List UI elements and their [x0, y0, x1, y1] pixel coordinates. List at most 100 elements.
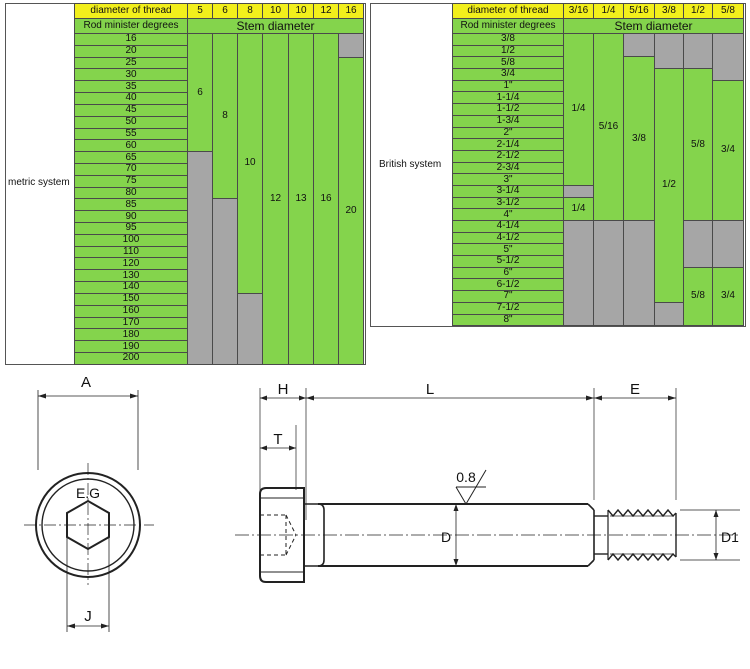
british-unavailable-cell — [654, 301, 684, 327]
metric-rod-length-cell: 90 — [74, 210, 188, 223]
metric-diam-header: 10 — [288, 3, 314, 19]
british-rod-length-cell: 1-3/4 — [452, 114, 564, 128]
metric-spec-table: diameter of thread 5 6 8 10 10 12 16 Rod… — [74, 3, 364, 365]
british-rod-length-cell: 3-1/2 — [452, 196, 564, 210]
metric-rod-length-cell: 190 — [74, 340, 188, 353]
british-rod-length-cell: 5" — [452, 243, 564, 257]
metric-rod-length-cell: 40 — [74, 92, 188, 105]
metric-stem-size-cell: 10 — [237, 33, 263, 294]
british-rod-length-cell: 5/8 — [452, 56, 564, 70]
metric-diam-header: 12 — [313, 3, 339, 19]
british-diam-header: 3/8 — [654, 3, 684, 19]
metric-rod-length-cell: 65 — [74, 151, 188, 164]
metric-rod-length-cell: 16 — [74, 33, 188, 46]
british-stem-size-cell: 1/4 — [563, 33, 594, 186]
dim-j-label: J — [84, 608, 92, 625]
british-system-label: British system — [379, 159, 442, 170]
metric-rod-length-cell: 150 — [74, 292, 188, 306]
british-rod-length-cell: 8" — [452, 313, 564, 327]
british-table-row: 1/2 — [452, 44, 744, 58]
metric-rod-length-cell: 20 — [74, 44, 188, 58]
british-diam-header: 5/16 — [623, 3, 655, 19]
british-unavailable-cell — [593, 219, 624, 327]
metric-rod-length-cell: 30 — [74, 68, 188, 82]
british-rod-length-cell: 2-1/4 — [452, 138, 564, 151]
british-rod-length-cell: 7-1/2 — [452, 301, 564, 315]
metric-rod-length-cell: 45 — [74, 103, 188, 117]
british-rod-length-cell: 1-1/2 — [452, 103, 564, 116]
british-thread-title: diameter of thread — [452, 3, 564, 19]
dim-e-label: E — [630, 381, 640, 398]
metric-diam-header: 8 — [237, 3, 263, 19]
metric-rod-length-cell: 200 — [74, 351, 188, 365]
metric-unavailable-cell — [338, 33, 364, 58]
british-unavailable-cell — [712, 33, 744, 81]
british-diam-header: 3/16 — [563, 3, 594, 19]
british-rod-length-cell: 3/4 — [452, 68, 564, 81]
british-unavailable-cell — [683, 32, 713, 70]
british-table-row: 2-1/4 — [452, 138, 744, 151]
metric-unavailable-cell — [212, 198, 238, 365]
bolt-side-view: H L E T 0.8 D D1 — [235, 381, 740, 583]
metric-rod-length-cell: 95 — [74, 222, 188, 235]
british-table-row: 4" — [452, 208, 744, 221]
dim-l-label: L — [426, 381, 434, 398]
british-unavailable-cell — [654, 32, 684, 70]
metric-rod-length-cell: 80 — [74, 186, 188, 200]
british-table-row: 2" — [452, 126, 744, 140]
metric-table-row: 200 — [74, 351, 364, 365]
metric-stem-size-cell: 16 — [313, 33, 339, 365]
metric-system-label: metric system — [8, 177, 70, 188]
british-diam-header: 1/2 — [683, 3, 713, 19]
metric-rod-length-cell: 110 — [74, 245, 188, 259]
british-rod-length-cell: 7" — [452, 290, 564, 303]
british-rod-length-cell: 5-1/2 — [452, 255, 564, 268]
british-rod-length-cell: 4-1/4 — [452, 220, 564, 233]
british-rod-length-cell: 1/2 — [452, 44, 564, 58]
metric-rod-length-cell: 25 — [74, 56, 188, 70]
metric-diam-header: 10 — [262, 3, 289, 19]
metric-rod-length-cell: 75 — [74, 174, 188, 188]
british-rod-length-cell: 3-1/4 — [452, 184, 564, 198]
british-rod-header: Rod minister degrees — [452, 18, 564, 34]
british-diam-header: 1/4 — [593, 3, 624, 19]
british-table-row: 1"3/4 — [452, 79, 744, 222]
british-table-row: 2-1/2 — [452, 149, 744, 163]
metric-rod-length-cell: 130 — [74, 269, 188, 283]
british-unavailable-cell — [623, 219, 655, 327]
metric-rod-length-cell: 120 — [74, 257, 188, 271]
british-stem-size-cell: 3/4 — [712, 266, 744, 327]
metric-rod-length-cell: 170 — [74, 316, 188, 330]
eg-marking-label: E.G — [76, 485, 100, 501]
metric-unavailable-cell — [187, 151, 213, 365]
metric-rod-length-cell: 140 — [74, 281, 188, 294]
metric-diam-header: 5 — [187, 3, 213, 19]
metric-stem-size-cell: 12 — [262, 33, 289, 365]
dim-a-label: A — [81, 374, 91, 391]
british-diam-header: 5/8 — [712, 3, 744, 19]
british-unavailable-cell — [623, 32, 655, 58]
british-rod-length-cell: 2-3/4 — [452, 161, 564, 175]
british-stem-size-cell: 5/8 — [683, 266, 713, 327]
british-table-row: 4-1/2 — [452, 231, 744, 245]
metric-stem-size-cell: 8 — [212, 32, 238, 200]
metric-stem-size-cell: 6 — [187, 32, 213, 153]
metric-table-row: 150 — [74, 292, 364, 365]
metric-rod-length-cell: 160 — [74, 304, 188, 318]
metric-rod-length-cell: 55 — [74, 127, 188, 141]
metric-diam-header: 16 — [338, 3, 364, 19]
british-stem-size-cell: 3/8 — [623, 56, 655, 221]
metric-rod-length-cell: 50 — [74, 115, 188, 129]
british-rod-length-cell: 2-1/2 — [452, 149, 564, 163]
roughness-label: 0.8 — [456, 469, 476, 485]
british-rod-length-cell: 6-1/2 — [452, 278, 564, 292]
metric-table-row: 65 — [74, 151, 364, 365]
british-rod-length-cell: 6" — [452, 266, 564, 280]
metric-rod-length-cell: 70 — [74, 162, 188, 176]
metric-table-row: 120 — [74, 257, 364, 271]
